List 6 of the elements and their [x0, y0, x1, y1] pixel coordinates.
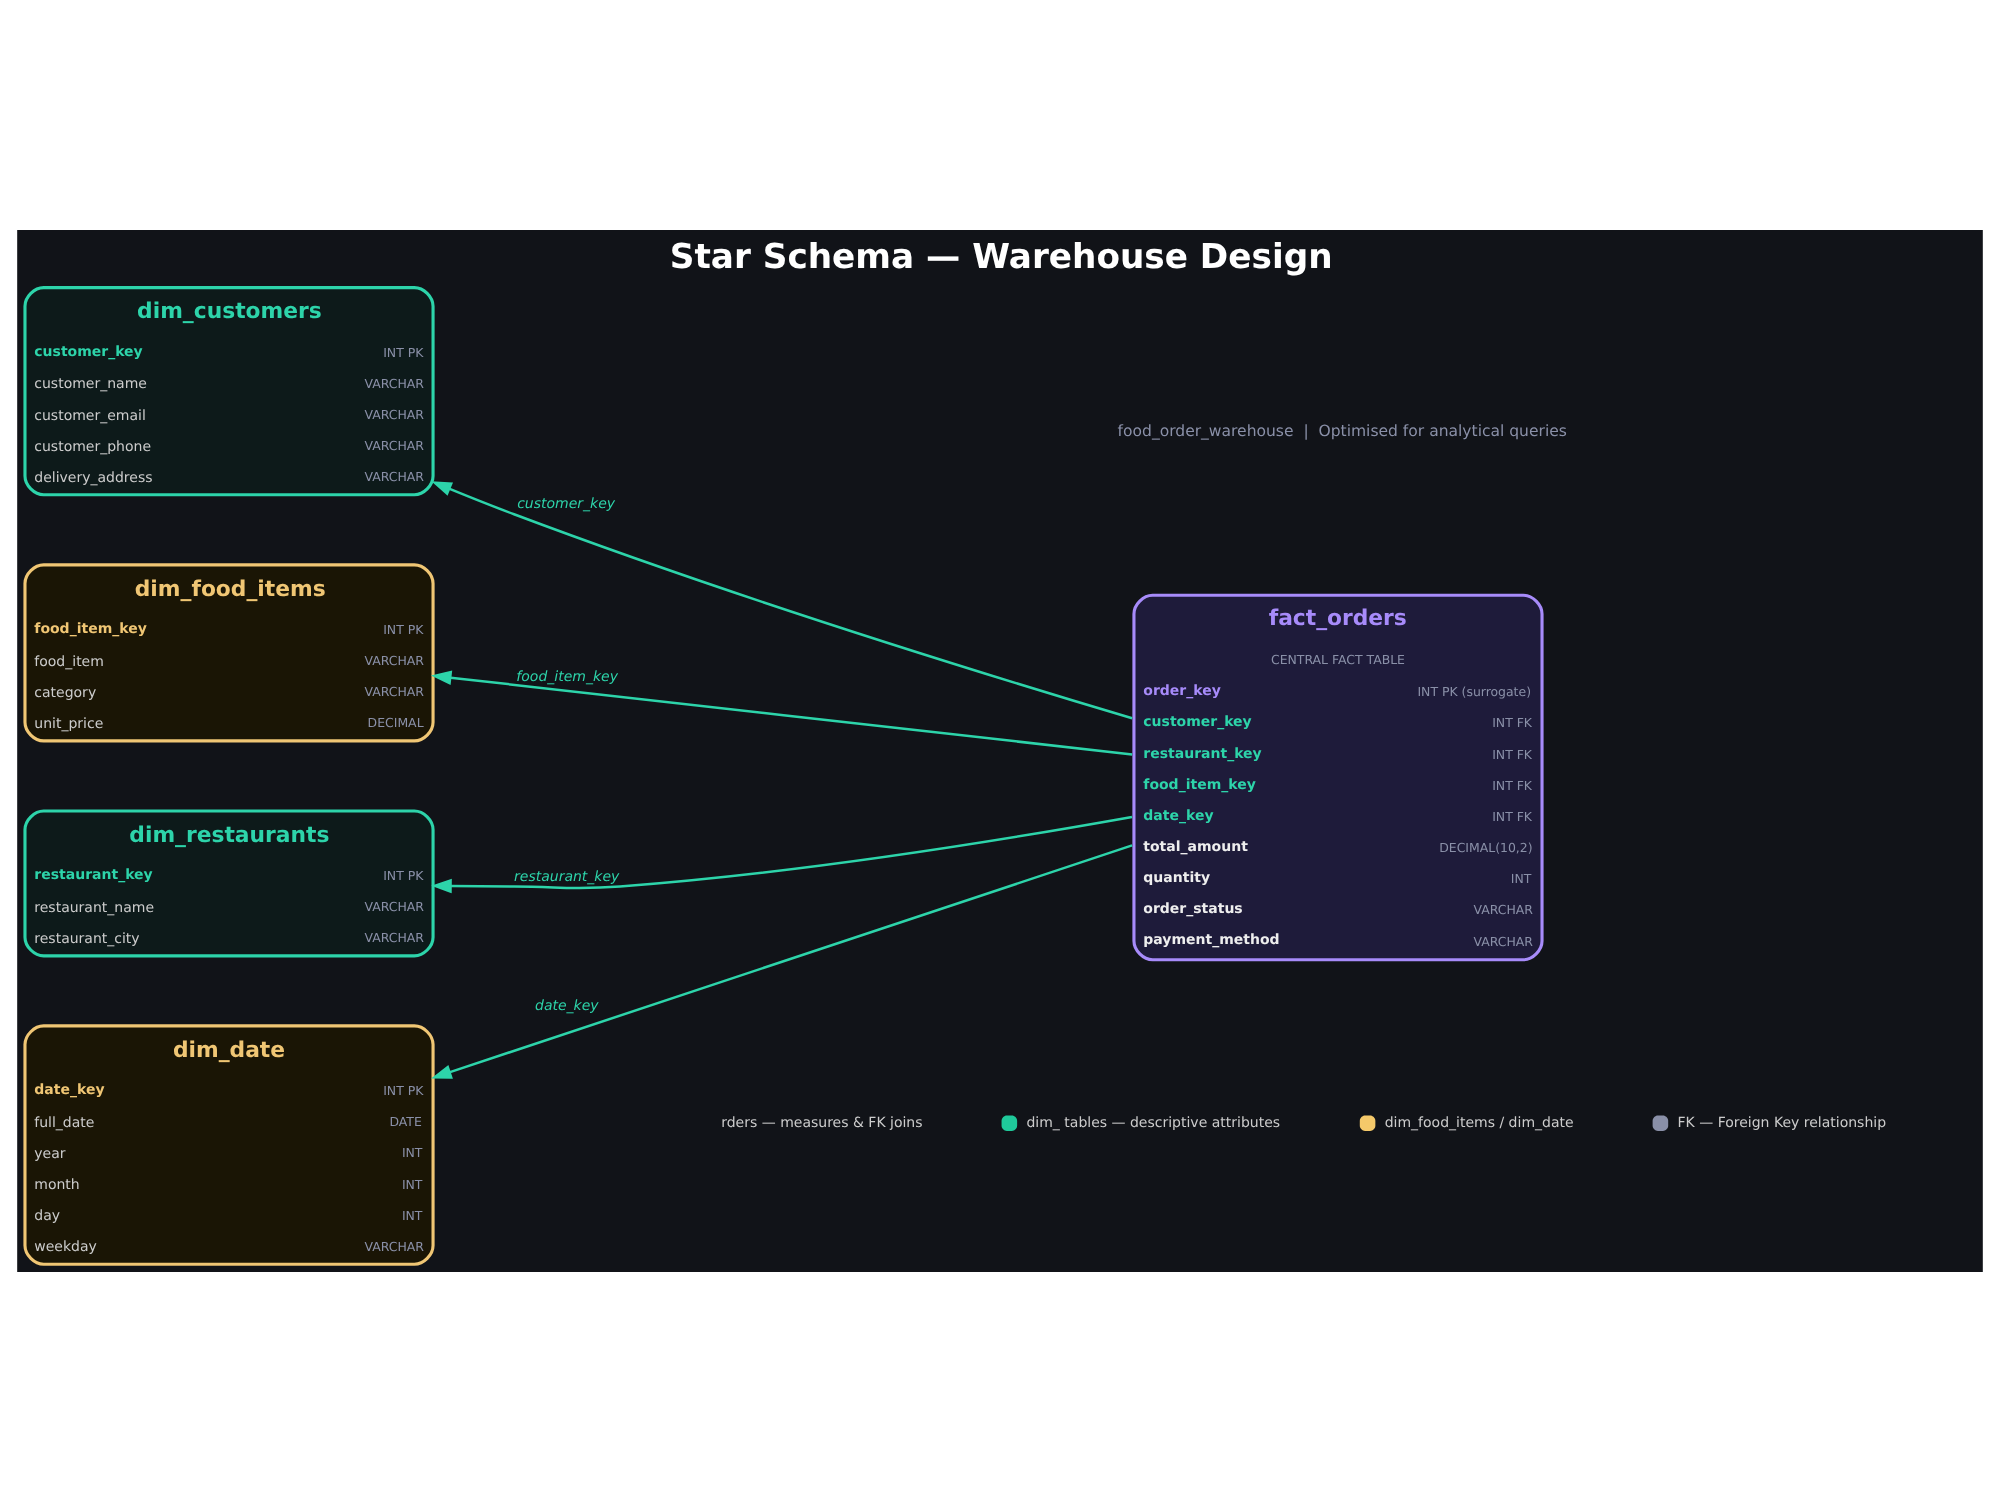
label: food_order_warehouse | Optimised for analytical queries [1117, 420, 1567, 439]
arrow [431, 814, 1133, 893]
arrow [431, 480, 1133, 719]
diagram-title: Star Schema — Warehouse Design [669, 237, 1333, 278]
arrow [431, 843, 1133, 1078]
arrow [430, 669, 1133, 755]
